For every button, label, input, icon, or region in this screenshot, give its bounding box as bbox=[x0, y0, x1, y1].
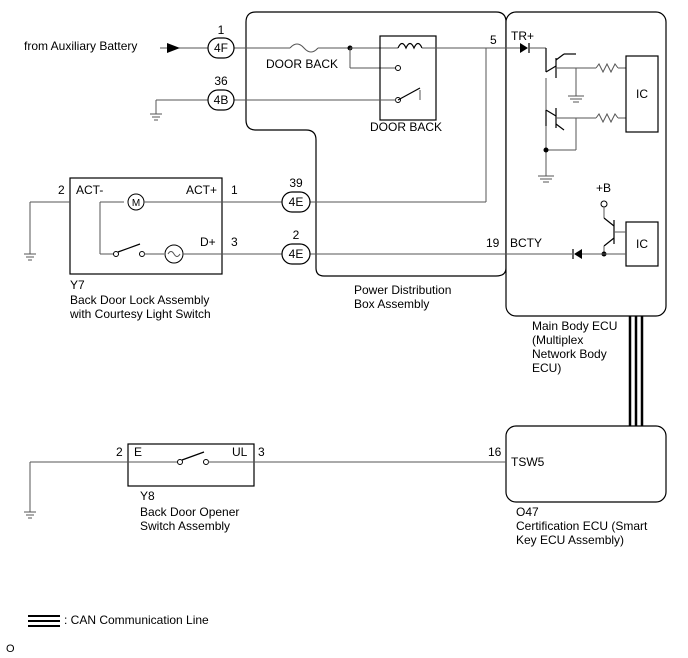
relay-box bbox=[379, 35, 437, 121]
diode-tr-icon bbox=[520, 43, 528, 53]
lock-term-right-bot: D+ bbox=[200, 235, 216, 249]
opener-contact-a bbox=[177, 459, 183, 465]
pdb-name-1: Power Distribution bbox=[354, 283, 451, 297]
footer-label: O bbox=[6, 643, 15, 655]
relay-coil-icon bbox=[397, 42, 423, 50]
lock-pin-left: 2 bbox=[58, 183, 65, 197]
connector-4e-bot-pin: 2 bbox=[293, 228, 300, 242]
lock-pin-right-bot: 3 bbox=[231, 235, 238, 249]
ground-icon bbox=[150, 113, 162, 121]
ground-icon bbox=[568, 95, 584, 103]
ecu-name-3: Network Body bbox=[532, 347, 607, 361]
opener-switch-arm bbox=[181, 451, 205, 461]
diode-bcty-icon bbox=[574, 249, 582, 259]
cert-name-1: Certification ECU (Smart bbox=[516, 519, 648, 533]
connector-4b-code: 4B bbox=[214, 93, 229, 107]
ground-icon bbox=[24, 253, 36, 261]
lock-term-left: ACT- bbox=[76, 183, 103, 197]
pdb-name-2: Box Assembly bbox=[354, 297, 429, 311]
ic-lower-box bbox=[625, 221, 659, 267]
ecu-ic2: IC bbox=[636, 237, 648, 251]
pdb-pin-out: 5 bbox=[490, 33, 497, 47]
lock-switch-contact-b bbox=[139, 251, 145, 257]
opener-pin-left: 2 bbox=[116, 445, 123, 459]
connector-4e-bot-code: 4E bbox=[289, 247, 304, 261]
can-bus-lines bbox=[628, 316, 644, 426]
opener-pin-right: 3 bbox=[258, 445, 265, 459]
connector-4e-bot bbox=[281, 243, 311, 265]
connector-4b bbox=[207, 89, 235, 111]
ground-icon bbox=[24, 511, 36, 519]
can-legend-icon bbox=[28, 615, 60, 627]
lock-name-1: Back Door Lock Assembly bbox=[70, 293, 209, 307]
wire-junction bbox=[543, 147, 549, 153]
resistor-upper-icon bbox=[595, 62, 619, 74]
ecu-tr-label: TR+ bbox=[511, 29, 534, 43]
pdb-outline bbox=[245, 11, 507, 277]
cert-name-2: Key ECU Assembly) bbox=[516, 533, 624, 547]
connector-4e-top bbox=[281, 191, 311, 213]
main-body-ecu-box bbox=[505, 11, 667, 317]
opener-name-2: Switch Assembly bbox=[140, 519, 230, 533]
opener-name-1: Back Door Opener bbox=[140, 505, 239, 519]
courtesy-light-filament bbox=[167, 251, 181, 257]
ecu-name-1: Main Body ECU bbox=[532, 319, 617, 333]
connector-4e-top-code: 4E bbox=[289, 195, 304, 209]
fuse-icon bbox=[289, 43, 319, 53]
ecu-b-label: +B bbox=[596, 181, 611, 195]
relay-contact-a bbox=[395, 65, 401, 71]
relay-switch-arm bbox=[397, 87, 421, 101]
connector-4f-code: 4F bbox=[214, 41, 228, 55]
ic-upper-box bbox=[625, 55, 659, 133]
wire-arrow bbox=[167, 43, 180, 53]
relay-label: DOOR BACK bbox=[370, 120, 442, 134]
ground-icon bbox=[538, 175, 554, 183]
opener-code: Y8 bbox=[140, 489, 155, 503]
cert-pin: 16 bbox=[488, 445, 502, 459]
pdb-pin-in: 19 bbox=[486, 236, 500, 250]
lock-code: Y7 bbox=[70, 278, 85, 292]
back-door-lock-box bbox=[69, 177, 223, 275]
lock-name-2: with Courtesy Light Switch bbox=[69, 307, 211, 321]
certification-ecu-box bbox=[505, 425, 667, 503]
aux-battery-label: from Auxiliary Battery bbox=[24, 39, 137, 53]
resistor-lower-icon bbox=[595, 112, 619, 124]
cert-term: TSW5 bbox=[511, 455, 545, 469]
fuse-label: DOOR BACK bbox=[266, 57, 338, 71]
connector-4f-pin: 1 bbox=[218, 23, 225, 37]
can-legend-label: : CAN Communication Line bbox=[64, 613, 209, 627]
ecu-ic1: IC bbox=[636, 87, 648, 101]
lock-pin-right-top: 1 bbox=[231, 183, 238, 197]
opener-term-left: E bbox=[134, 445, 142, 459]
connector-4b-pin: 36 bbox=[214, 74, 228, 88]
connector-4e-top-pin: 39 bbox=[289, 176, 303, 190]
b-terminal-icon bbox=[600, 200, 608, 208]
motor-symbol: M bbox=[132, 198, 140, 209]
ecu-bcty-label: BCTY bbox=[510, 236, 542, 250]
lock-term-right-top: ACT+ bbox=[186, 183, 217, 197]
ecu-name-4: ECU) bbox=[532, 361, 561, 375]
opener-contact-b bbox=[203, 459, 209, 465]
ecu-name-2: (Multiplex bbox=[532, 333, 583, 347]
back-door-opener-box bbox=[127, 443, 255, 487]
opener-term-right: UL bbox=[232, 445, 248, 459]
connector-4f bbox=[207, 37, 235, 59]
cert-code: O47 bbox=[516, 505, 539, 519]
lock-switch-arm bbox=[117, 243, 141, 253]
lock-switch-contact-a bbox=[113, 251, 119, 257]
